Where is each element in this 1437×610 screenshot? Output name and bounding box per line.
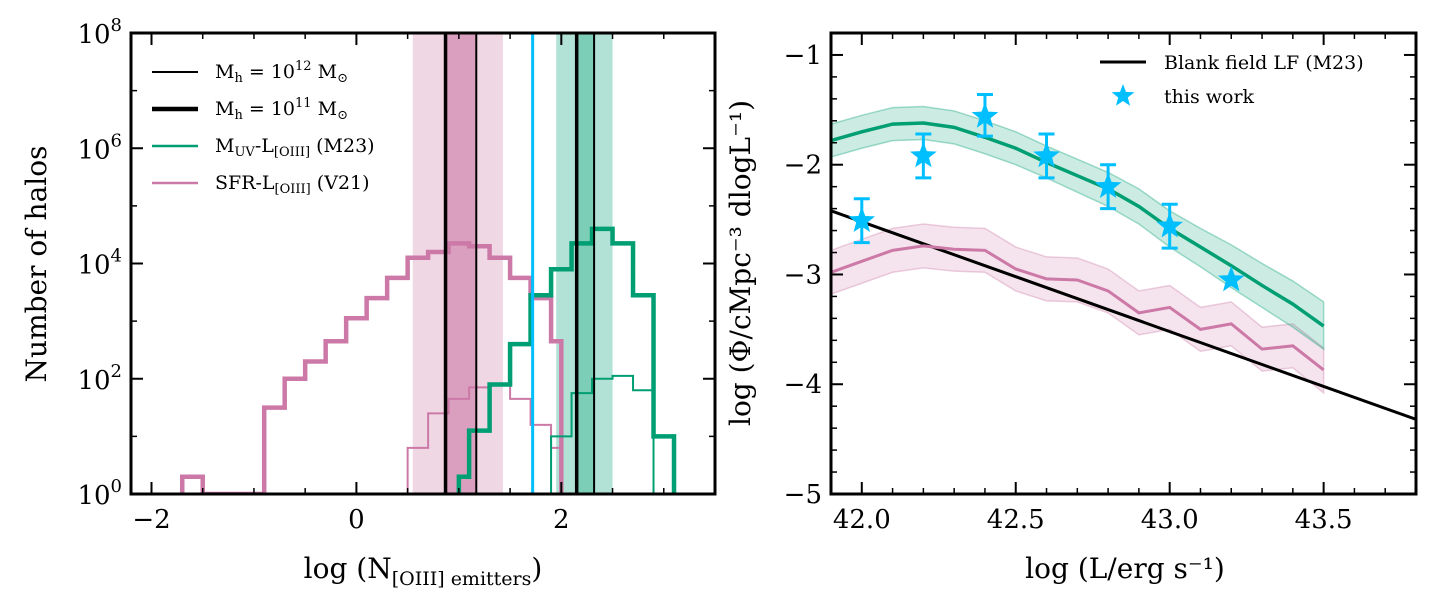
left-axes-frame bbox=[129, 31, 717, 496]
right-lines bbox=[831, 121, 1416, 421]
left-vertical-lines bbox=[443, 33, 596, 494]
this-work-star-point bbox=[1217, 265, 1245, 292]
right-legend: Blank field LF (M23) this work bbox=[1100, 52, 1364, 108]
legend-label-mh11: Mh = 1011 M⊙ bbox=[215, 96, 348, 123]
legend-label-this-work: this work bbox=[1164, 86, 1255, 108]
left-legend: Mh = 1012 M⊙ Mh = 1011 M⊙ MUV-L[OIII] (M… bbox=[152, 59, 375, 197]
left-panel-histogram: −2 0 2 100 102 104 106 108 Number of halos log … bbox=[20, 15, 717, 590]
right-xtick-label: 43.0 bbox=[1141, 505, 1199, 535]
pink-model-band bbox=[831, 223, 1325, 395]
left-ytick-label: 102 bbox=[77, 361, 122, 396]
right-axes-frame bbox=[829, 31, 1418, 496]
legend-label-m23: MUV-L[OIII] (M23) bbox=[215, 135, 375, 160]
legend-label-mh12: Mh = 1012 M⊙ bbox=[215, 59, 348, 86]
legend-label-blank-field: Blank field LF (M23) bbox=[1164, 52, 1364, 74]
right-xtick-label: 43.5 bbox=[1295, 505, 1353, 535]
pink-model-line bbox=[831, 244, 1325, 372]
right-ytick-label: −5 bbox=[784, 480, 822, 510]
left-shaded-bands bbox=[412, 33, 613, 494]
histogram-series-0 bbox=[179, 241, 564, 494]
right-panel-luminosity-function: 42.0 42.5 43.0 43.5 −5 −4 −3 −2 −1 log (Φ/cMpc⁻³… bbox=[724, 31, 1418, 585]
left-ytick-label: 100 bbox=[77, 476, 122, 511]
histogram-series-2 bbox=[456, 226, 677, 494]
right-ytick-label: −1 bbox=[784, 41, 822, 71]
right-ytick-label: −2 bbox=[784, 151, 822, 181]
right-x-axis-label: log (L/erg s⁻¹) bbox=[1025, 552, 1225, 585]
left-xtick-label: 0 bbox=[348, 505, 365, 535]
blank-field-lf-line bbox=[831, 209, 1416, 421]
this-work-star-point bbox=[1156, 212, 1183, 238]
left-ytick-label: 106 bbox=[77, 130, 122, 165]
right-xtick-label: 42.5 bbox=[987, 505, 1045, 535]
shaded-band-1 bbox=[445, 33, 477, 494]
green-model-band bbox=[831, 105, 1325, 351]
this-work-star-point bbox=[971, 102, 999, 128]
left-xtick-label: 2 bbox=[553, 505, 570, 535]
this-work-star-point bbox=[1033, 141, 1060, 168]
this-work-star-point bbox=[1094, 172, 1122, 198]
right-data-points bbox=[848, 92, 1245, 292]
left-ytick-label: 108 bbox=[77, 15, 122, 50]
green-model-line bbox=[831, 121, 1325, 328]
shaded-band-3 bbox=[576, 33, 595, 494]
right-y-axis-label: log (Φ/cMpc⁻³ dlogL⁻¹) bbox=[724, 100, 757, 426]
left-histograms bbox=[179, 226, 677, 494]
histogram-series-3 bbox=[550, 374, 655, 494]
this-work-star-point bbox=[848, 206, 876, 233]
left-ytick-label: 104 bbox=[77, 246, 122, 281]
left-y-axis-label: Number of halos bbox=[20, 146, 53, 383]
right-ytick-label: −4 bbox=[784, 370, 822, 400]
shaded-band-2 bbox=[556, 33, 613, 494]
this-work-star-point bbox=[910, 141, 937, 168]
right-shaded-bands bbox=[831, 105, 1325, 395]
right-xtick-label: 42.0 bbox=[833, 505, 891, 535]
left-x-axis-label: log (N[OIII] emitters) bbox=[304, 552, 543, 590]
right-ytick-label: −3 bbox=[784, 260, 822, 290]
left-xtick-label: −2 bbox=[132, 505, 170, 535]
legend-star-icon bbox=[1111, 84, 1135, 106]
legend-label-v21: SFR-L[OIII] (V21) bbox=[215, 172, 370, 197]
left-ticks: −2 0 2 100 102 104 106 108 bbox=[77, 15, 716, 535]
